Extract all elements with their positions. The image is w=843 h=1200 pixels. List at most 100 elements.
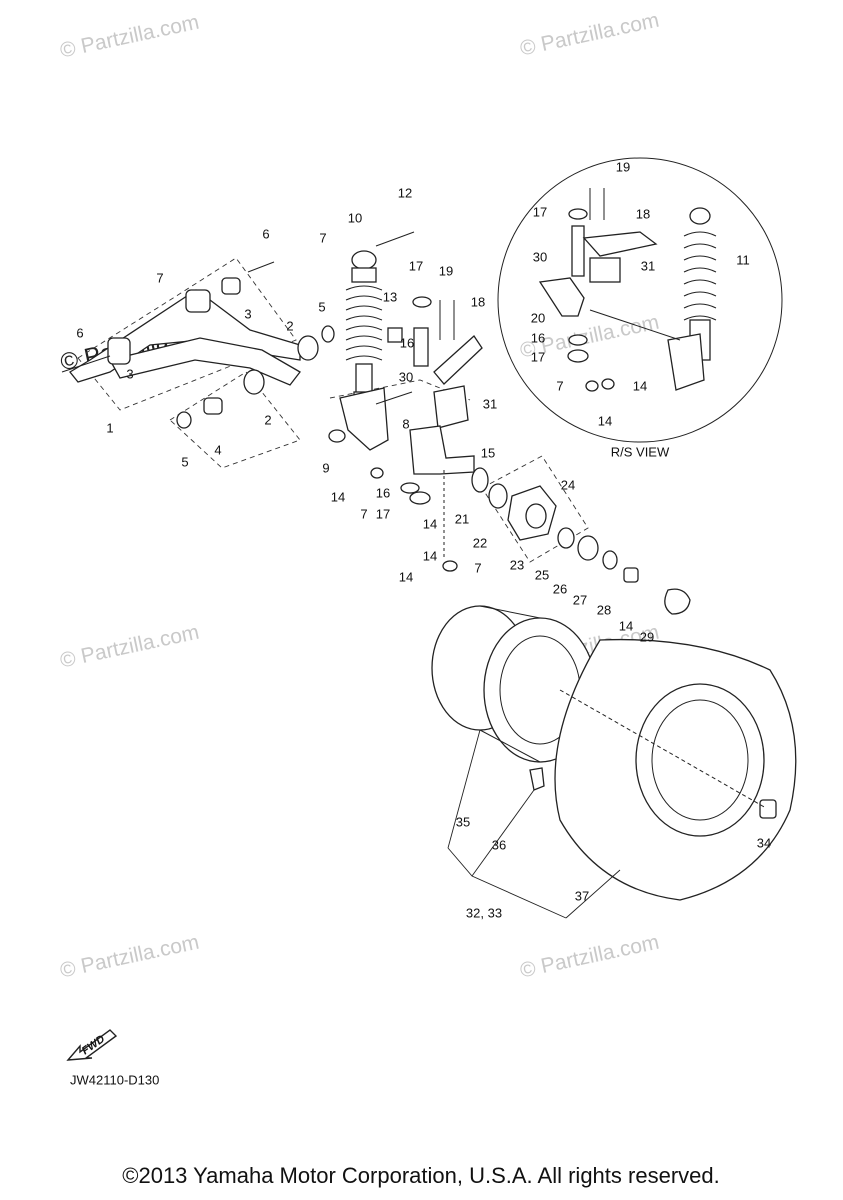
callout-31b: 31 bbox=[640, 258, 656, 274]
washer-5b bbox=[176, 411, 192, 429]
callout-16c: 16 bbox=[530, 330, 546, 346]
a-arm-lower-link bbox=[109, 337, 301, 386]
callout-7b: 7 bbox=[319, 230, 327, 246]
callout-14a: 14 bbox=[330, 489, 346, 505]
tire-37 bbox=[554, 638, 797, 901]
callout-16a: 16 bbox=[399, 335, 415, 351]
knuckle-15 bbox=[409, 425, 475, 475]
hub-center bbox=[525, 503, 547, 529]
nut-7a bbox=[370, 467, 384, 479]
callout-12: 12 bbox=[397, 185, 413, 201]
callout-7a: 7 bbox=[156, 270, 164, 286]
washer-27 bbox=[602, 550, 618, 570]
callout-26: 26 bbox=[552, 581, 568, 597]
washer-17-top bbox=[412, 296, 432, 308]
collar-13 bbox=[387, 327, 403, 343]
callout-14c: 14 bbox=[398, 569, 414, 585]
collar-25 bbox=[557, 527, 575, 549]
callout-1: 1 bbox=[106, 420, 114, 436]
nut-9 bbox=[328, 429, 346, 443]
callout-24: 24 bbox=[560, 477, 576, 493]
callout-14f: 14 bbox=[597, 413, 613, 429]
callout-31a: 31 bbox=[482, 396, 498, 412]
callout-11: 11 bbox=[736, 252, 750, 268]
callout-13: 13 bbox=[382, 289, 398, 305]
valve-36 bbox=[529, 767, 545, 791]
bushing-2a bbox=[297, 335, 319, 361]
callout-5a: 5 bbox=[181, 454, 189, 470]
seal-17-lower bbox=[409, 491, 431, 505]
callout-22: 22 bbox=[472, 535, 488, 551]
callout-25: 25 bbox=[534, 567, 550, 583]
callout-2b: 2 bbox=[264, 412, 272, 428]
callout-4: 4 bbox=[214, 442, 222, 458]
callout-19a: 19 bbox=[438, 263, 454, 279]
bolt-30 bbox=[375, 391, 413, 405]
callout-7c: 7 bbox=[360, 506, 368, 522]
collar-4 bbox=[203, 397, 223, 415]
callout-6b: 6 bbox=[262, 226, 270, 242]
callout-34: 34 bbox=[756, 835, 772, 851]
bearing-22 bbox=[488, 483, 508, 509]
callout-14e: 14 bbox=[632, 378, 648, 394]
callout-28: 28 bbox=[596, 602, 612, 618]
callout-29: 29 bbox=[639, 629, 655, 645]
callout-18a: 18 bbox=[470, 294, 486, 310]
callout-30a: 30 bbox=[398, 369, 414, 385]
callout-15: 15 bbox=[480, 445, 496, 461]
callout-14g: 14 bbox=[422, 548, 438, 564]
callout-23: 23 bbox=[509, 557, 525, 573]
callout-2a: 2 bbox=[286, 318, 294, 334]
callout-7e: 7 bbox=[556, 378, 564, 394]
shock-absorber-10 bbox=[345, 250, 383, 407]
callout-35: 35 bbox=[455, 814, 471, 830]
bushing-2b bbox=[243, 369, 265, 395]
callout-line-35 bbox=[447, 729, 481, 849]
washer-16-lower bbox=[400, 482, 420, 494]
callout-17a: 17 bbox=[408, 258, 424, 274]
bushing-3a bbox=[107, 337, 131, 365]
washer-5a bbox=[321, 325, 335, 343]
callout-20: 20 bbox=[530, 310, 546, 326]
bearing-21 bbox=[471, 467, 489, 493]
collar-2 bbox=[221, 277, 241, 295]
bearing-26 bbox=[577, 535, 599, 561]
spacer-16 bbox=[413, 327, 429, 367]
copyright-footer: ©2013 Yamaha Motor Corporation, U.S.A. A… bbox=[122, 1163, 720, 1188]
bracket-31 bbox=[433, 385, 469, 429]
bolt-6b bbox=[247, 261, 275, 273]
fwd-arrow-icon: FWD bbox=[66, 1024, 118, 1069]
callout-18b: 18 bbox=[635, 206, 651, 222]
callout-17b: 17 bbox=[375, 506, 391, 522]
callout-32-33: 32, 33 bbox=[465, 905, 503, 921]
plate-18 bbox=[433, 335, 483, 385]
nut-7b bbox=[442, 560, 458, 572]
callout-line-36 bbox=[471, 789, 535, 877]
callout-10: 10 bbox=[347, 210, 363, 226]
callout-27: 27 bbox=[572, 592, 588, 608]
callout-9: 9 bbox=[322, 460, 330, 476]
callout-line-37 bbox=[565, 869, 621, 919]
callout-5b: 5 bbox=[318, 299, 326, 315]
callout-21: 21 bbox=[454, 511, 470, 527]
callout-7d: 7 bbox=[474, 560, 482, 576]
rs-view-circle bbox=[497, 157, 783, 443]
hub-group-box bbox=[481, 455, 589, 563]
bolt-12 bbox=[375, 231, 415, 247]
callout-19b: 19 bbox=[615, 159, 631, 175]
callout-8: 8 bbox=[402, 416, 410, 432]
cap-29 bbox=[664, 588, 691, 615]
nut-28 bbox=[623, 567, 639, 583]
nut-34 bbox=[759, 799, 777, 819]
callout-30b: 30 bbox=[532, 249, 548, 265]
rs-view-title: R/S VIEW bbox=[610, 444, 670, 460]
rs-view-parts bbox=[538, 188, 717, 392]
lower-bushing-group-box bbox=[169, 371, 301, 469]
callout-6a: 6 bbox=[76, 325, 84, 341]
callout-36: 36 bbox=[491, 837, 507, 853]
arm-bushing-group-box bbox=[77, 257, 297, 411]
callout-17c: 17 bbox=[532, 204, 548, 220]
rim-axis-line bbox=[559, 689, 767, 809]
bushing-3b bbox=[185, 289, 211, 313]
